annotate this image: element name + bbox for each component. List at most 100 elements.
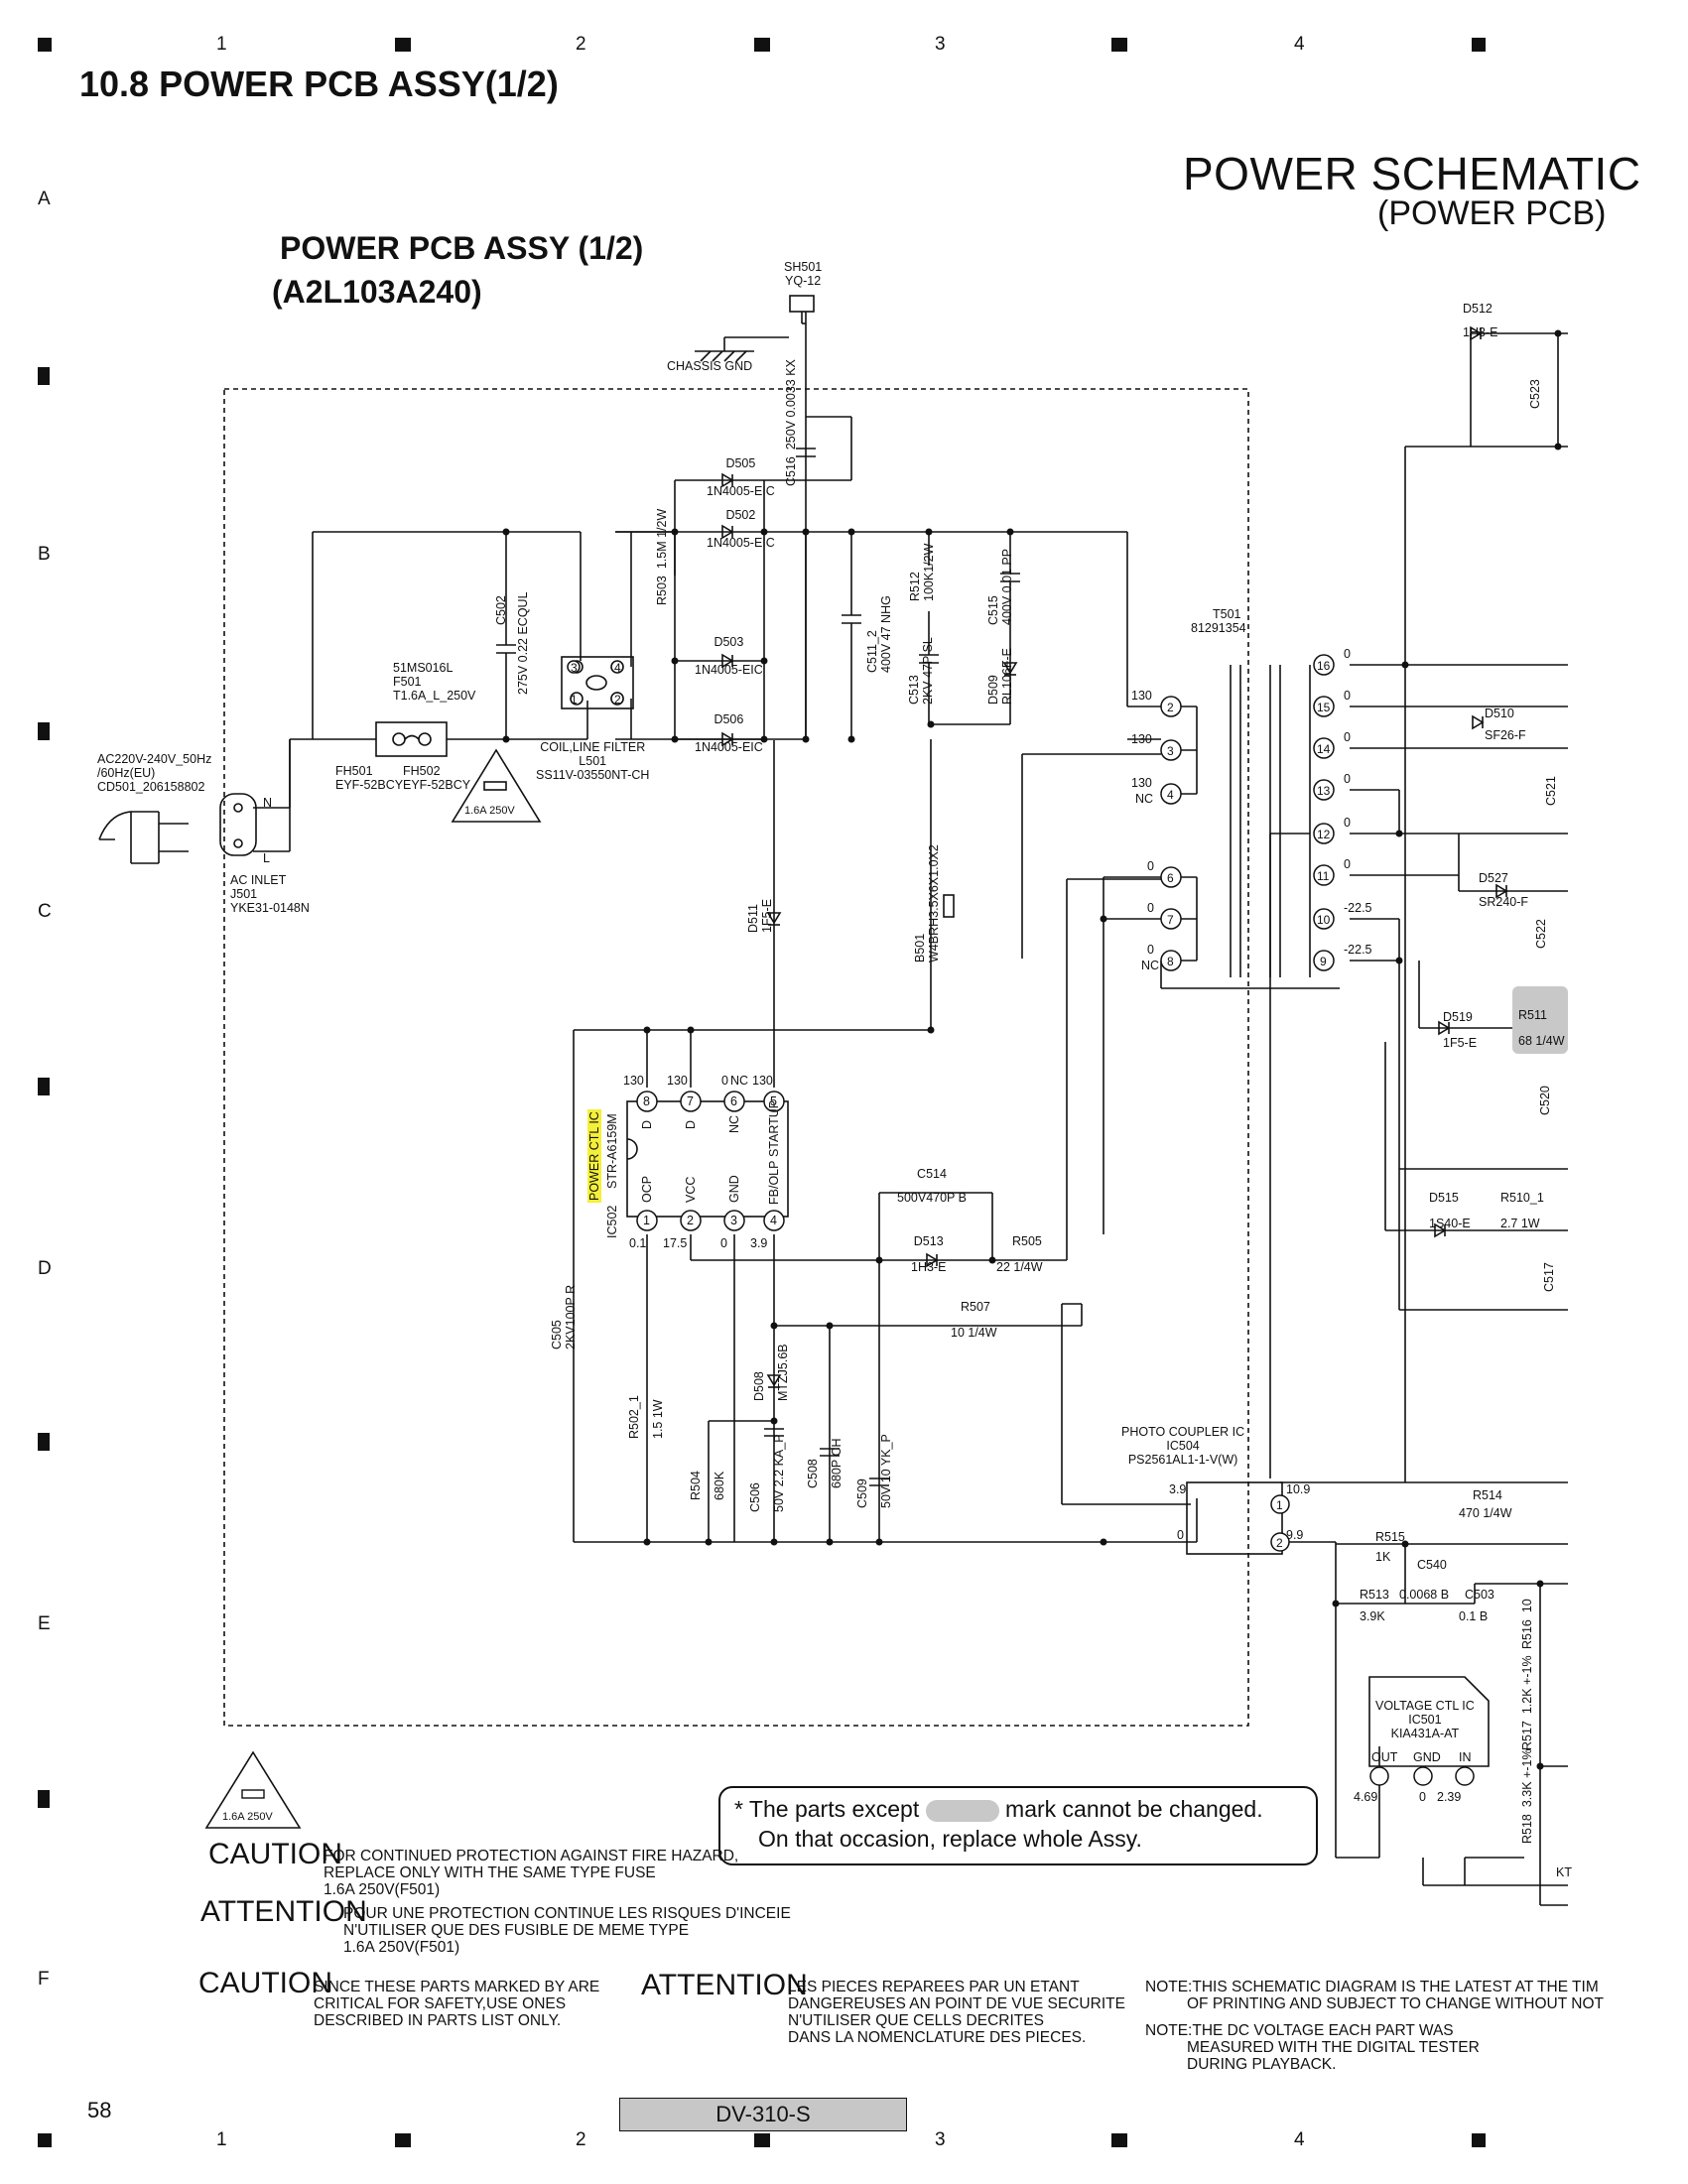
t501-pin4-v: 130 xyxy=(1131,776,1152,790)
svg-text:9: 9 xyxy=(1320,955,1327,968)
t501-pin9-v: -22.5 xyxy=(1344,943,1372,957)
t501-pin14-v: 0 xyxy=(1344,730,1351,744)
grid-mark xyxy=(1472,2133,1486,2147)
c521-label: C521 xyxy=(1544,776,1558,806)
ic502-pin1-name: OCP xyxy=(640,1175,654,1203)
ic502-pin3-name: GND xyxy=(727,1175,741,1203)
ic502-v5: 130 xyxy=(752,1074,773,1088)
c517-label: C517 xyxy=(1542,1262,1556,1292)
svg-text:15: 15 xyxy=(1317,701,1331,714)
t501-pin13-v: 0 xyxy=(1344,772,1351,786)
ic502-v6: 0 xyxy=(721,1074,728,1088)
c523-label: C523 xyxy=(1528,379,1542,409)
ic501-v-out: 4.69 xyxy=(1354,1790,1378,1804)
ic502-v8: 130 xyxy=(623,1074,644,1088)
c516-label: C516 250V 0.0033 KX xyxy=(784,359,798,486)
ic502-pin3: 3 xyxy=(730,1214,737,1227)
changeable-mark-pill xyxy=(925,1799,999,1822)
ic502-v2: 17.5 xyxy=(663,1236,688,1250)
t501-pin10-v: -22.5 xyxy=(1344,901,1372,915)
grid-col-2: 2 xyxy=(576,34,586,55)
r518-label: R518 3.3K +-1% xyxy=(1520,1748,1534,1844)
svg-text:3: 3 xyxy=(571,661,578,675)
caution1-word: CAUTION xyxy=(208,1838,342,1870)
caution2-word: CAUTION xyxy=(198,1967,332,1999)
t501-pin16-v: 0 xyxy=(1344,647,1351,661)
grid-mark xyxy=(754,2133,770,2147)
attention1-text: POUR UNE PROTECTION CONTINUE LES RISQUES… xyxy=(343,1905,791,1956)
t501-pin8-v: 0 xyxy=(1147,943,1154,957)
grid-mark xyxy=(38,38,52,52)
ic502-pin2-name: VCC xyxy=(684,1176,698,1203)
grid-mark xyxy=(395,2133,411,2147)
svg-text:1: 1 xyxy=(571,693,578,707)
grid-mark xyxy=(1111,38,1127,52)
svg-text:10: 10 xyxy=(1317,913,1331,927)
svg-text:11: 11 xyxy=(1317,869,1330,883)
ic502-pin4-name: FB/OLP STARTUP xyxy=(767,1099,781,1205)
caution1-text: FOR CONTINUED PROTECTION AGAINST FIRE HA… xyxy=(324,1848,739,1898)
grid-mark xyxy=(1111,2133,1127,2147)
page-number: 58 xyxy=(87,2098,112,2122)
svg-text:14: 14 xyxy=(1317,742,1331,756)
r517-label: R517 1.2K +-1% xyxy=(1520,1655,1534,1750)
grid-col-3: 3 xyxy=(935,34,946,55)
diagram-title: POWER SCHEMATIC xyxy=(1183,148,1641,199)
t501-pin6-v: 0 xyxy=(1147,859,1154,873)
svg-text:16: 16 xyxy=(1317,659,1331,673)
t501-pin12-v: 0 xyxy=(1344,816,1351,830)
ic502-pin8: 8 xyxy=(643,1094,650,1108)
grid-mark xyxy=(38,1790,50,1808)
svg-text:2: 2 xyxy=(1276,1536,1283,1550)
ic502-pin7-name: D xyxy=(684,1119,698,1129)
ic504-v1: 3.9 xyxy=(1169,1482,1187,1496)
cd501-label: AC220V-240V_50Hz/60Hz(EU)CD501_206158802 xyxy=(97,752,212,794)
ic502-nc: NC xyxy=(730,1074,749,1088)
l-label: L xyxy=(263,851,270,865)
r516-label: R516 10 xyxy=(1520,1599,1534,1649)
svg-text:1: 1 xyxy=(1276,1498,1283,1512)
parts-note-line1a: * The parts except xyxy=(734,1796,920,1822)
kt-label: KT xyxy=(1556,1865,1572,1879)
attention1-word: ATTENTION xyxy=(200,1895,367,1928)
diagram-subtitle: (POWER PCB) xyxy=(1377,194,1607,232)
ic502-pin5: 5 xyxy=(770,1094,777,1108)
svg-text:4: 4 xyxy=(1167,788,1174,802)
ic501-pin-out: OUT xyxy=(1371,1750,1398,1764)
t501-pin11-v: 0 xyxy=(1344,857,1351,871)
l501-filter xyxy=(561,656,634,709)
f501-fuse xyxy=(375,721,448,757)
j501-inlet xyxy=(219,793,257,856)
fuse-triangle xyxy=(451,748,542,823)
t501-pin15-v: 0 xyxy=(1344,689,1351,703)
grid-row-f: F xyxy=(38,1969,50,1990)
